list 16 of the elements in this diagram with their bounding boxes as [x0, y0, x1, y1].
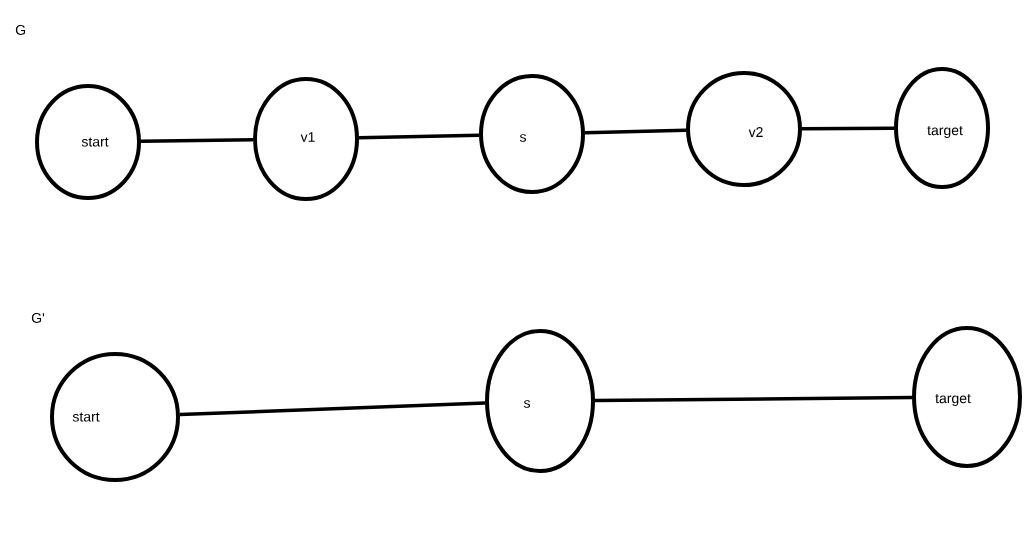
connector-line — [595, 395, 913, 403]
graph-node: s — [479, 74, 585, 194]
graph-node: s — [485, 329, 595, 473]
connector-line — [802, 126, 894, 131]
connector-line — [140, 138, 254, 144]
graph-label: G — [15, 25, 26, 35]
graph-node: target — [894, 67, 990, 189]
graph-node: target — [912, 326, 1022, 468]
connector-line — [358, 133, 480, 140]
graph-label: G' — [31, 313, 45, 323]
graph-node: start — [50, 352, 180, 482]
graph-node: start — [35, 84, 141, 200]
graph-node: v1 — [253, 77, 359, 201]
connector-line — [179, 401, 486, 417]
graph-node: v2 — [686, 71, 802, 187]
connector-line — [584, 128, 687, 135]
